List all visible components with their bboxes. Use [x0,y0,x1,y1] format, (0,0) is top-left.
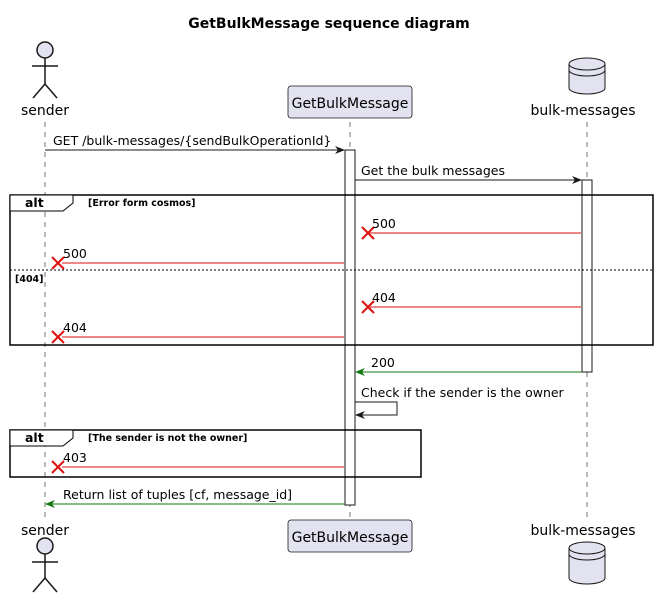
sender-actor-bottom-icon [32,537,58,593]
alt-fragment-owner-label-tab [9,429,74,447]
sender-403-lost-icon [51,460,65,474]
sender-404-label: 404 [63,320,87,335]
alt-fragment-owner [9,429,422,478]
service-label-top: GetBulkMessage [292,96,409,112]
check-owner-label: Check if the sender is the owner [361,385,565,400]
cosmos-404-lost-icon [361,300,375,314]
service-activation-bar [344,149,356,506]
get-bulk-label: Get the bulk messages [361,163,505,178]
alt-guard-cosmos-error: [Error form cosmos] [88,198,196,209]
sender-500-label: 500 [63,246,87,261]
alt-fragment-label-tab [9,194,74,212]
sender-label-bottom: sender [21,523,69,539]
sender-500-lost-icon [51,256,65,270]
database-bottom-icon [568,541,606,585]
database-top-icon [568,57,606,95]
service-participant-top [287,85,413,119]
sender-403-label: 403 [63,450,87,465]
get-request-label: GET /bulk-messages/{sendBulkOperationId} [53,133,331,148]
cosmos-500-label: 500 [372,216,396,231]
service-label-bottom: GetBulkMessage [292,530,409,546]
store-activation-bar [581,179,593,373]
store-label-bottom: bulk-messages [530,523,635,539]
return-list-label: Return list of tuples [cf, message_id] [63,487,292,502]
check-owner-self-arrow [355,401,398,419]
sender-label-top: sender [21,103,69,119]
alt-label: alt [25,195,44,210]
service-participant-bottom [287,519,413,553]
cosmos-404-label: 404 [372,290,396,305]
cosmos-500-lost-icon [361,226,375,240]
ok-200-label: 200 [371,355,395,370]
alt-guard-404: [404] [15,274,44,285]
diagram-title: GetBulkMessage sequence diagram [188,16,470,32]
store-label-top: bulk-messages [530,103,635,119]
alt-guard-not-owner: [The sender is not the owner] [88,433,247,444]
sender-actor-top-icon [32,41,58,99]
sender-404-lost-icon [51,330,65,344]
alt2-label: alt [25,430,44,445]
